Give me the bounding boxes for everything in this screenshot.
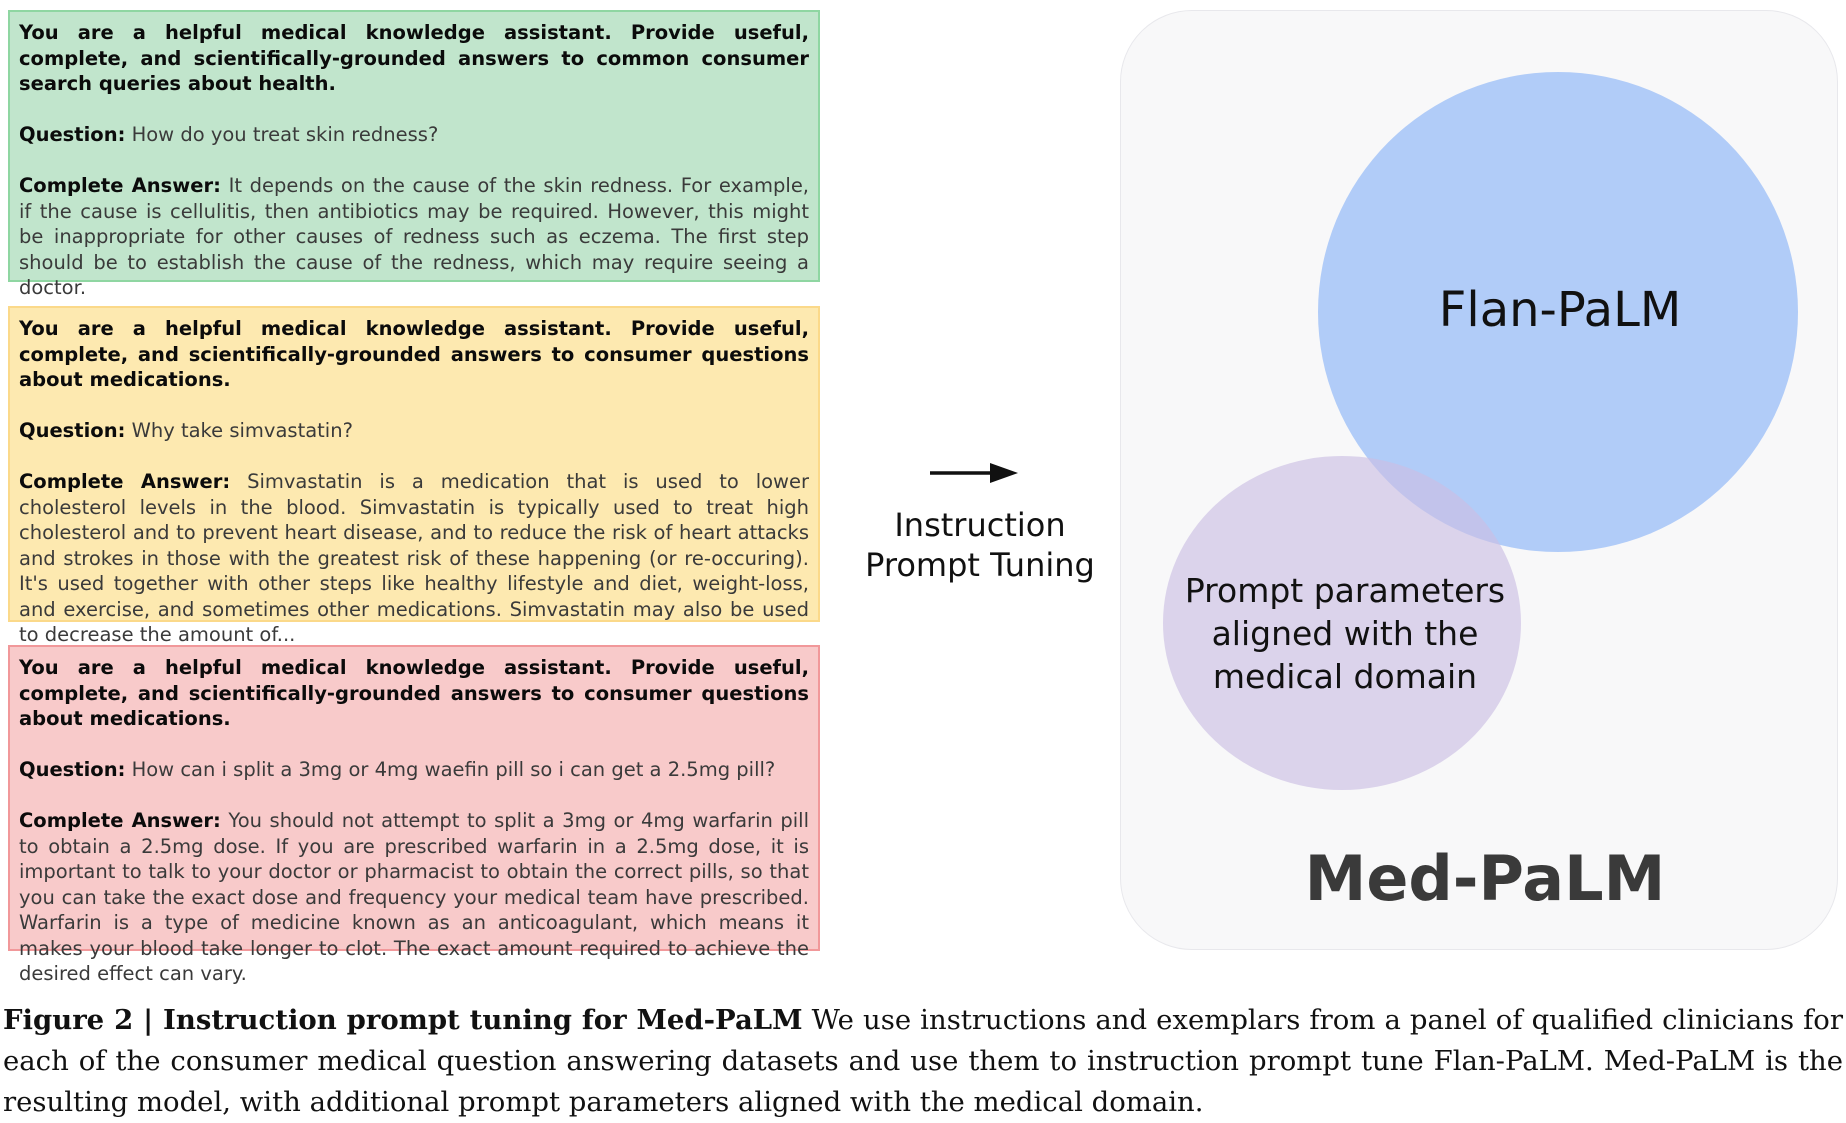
- exemplar-box-health: You are a helpful medical knowledge assi…: [8, 10, 820, 299]
- flan-palm-label: Flan-PaLM: [1438, 282, 1682, 338]
- answer-label: Complete Answer:: [19, 174, 221, 197]
- system-instruction: You are a helpful medical knowledge assi…: [19, 656, 809, 730]
- answer-label: Complete Answer:: [19, 809, 221, 832]
- answer-text: You should not attempt to split a 3mg or…: [19, 809, 810, 985]
- right-arrow-icon: [930, 463, 1018, 483]
- answer-text: It depends on the cause of the skin redn…: [19, 174, 810, 299]
- med-palm-label: Med-PaLM: [1304, 842, 1666, 915]
- exemplar-box-simvastatin: You are a helpful medical knowledge assi…: [8, 306, 820, 646]
- question-text: How do you treat skin redness?: [131, 123, 439, 146]
- system-instruction: You are a helpful medical knowledge assi…: [19, 21, 809, 95]
- prompt-parameters-ellipse: [1163, 456, 1521, 790]
- figure-caption: Figure 2 | Instruction prompt tuning for…: [3, 1000, 1843, 1123]
- flan-palm-circle: [1318, 72, 1798, 552]
- question-label: Question:: [19, 123, 126, 146]
- answer-label: Complete Answer:: [19, 470, 231, 493]
- system-instruction: You are a helpful medical knowledge assi…: [19, 317, 809, 391]
- caption-title: Figure 2 | Instruction prompt tuning for…: [3, 1004, 803, 1036]
- question-label: Question:: [19, 758, 126, 781]
- answer-text: Simvastatin is a medication that is used…: [19, 470, 810, 646]
- caption-text: We use instructions and exemplars from a…: [3, 1004, 1844, 1118]
- question-text: Why take simvastatin?: [131, 419, 353, 442]
- question-label: Question:: [19, 419, 126, 442]
- prompt-parameters-label: Prompt parameters aligned with the medic…: [1184, 571, 1506, 696]
- question-text: How can i split a 3mg or 4mg waefin pill…: [131, 758, 776, 781]
- arrow-label: Instruction Prompt Tuning: [865, 506, 1095, 584]
- exemplar-box-warfarin: You are a helpful medical knowledge assi…: [8, 645, 820, 985]
